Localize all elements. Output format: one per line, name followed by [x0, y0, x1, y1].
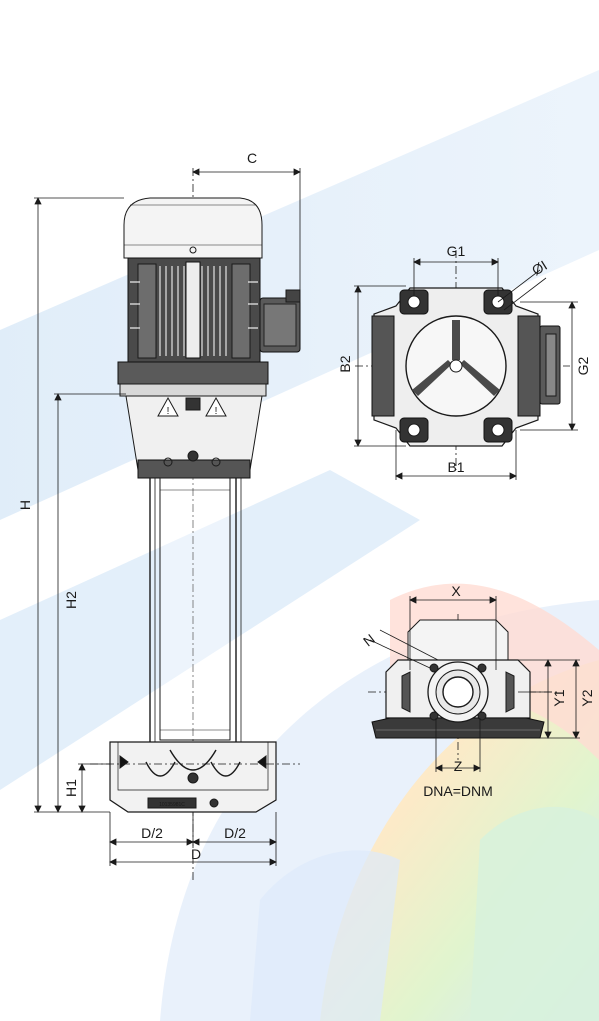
dim-h1-label: H1 [63, 779, 79, 797]
dimension-d [109, 812, 277, 866]
svg-text:!: ! [215, 406, 218, 417]
dim-g2-label: G2 [575, 356, 591, 375]
svg-text:!: ! [167, 406, 170, 417]
dimension-h1 [78, 763, 110, 813]
dim-z-label: Z [454, 758, 463, 774]
dim-d-label: D [191, 846, 201, 862]
watermark-logo [0, 70, 599, 1021]
dim-c-label: C [247, 150, 257, 166]
dimension-c [192, 168, 301, 298]
motor-fan-cover [123, 197, 263, 259]
dim-g1-label: G1 [447, 243, 466, 259]
pump-column [149, 477, 242, 745]
dim-b1-label: B1 [447, 459, 464, 475]
dim-h-label: H [17, 500, 33, 510]
top-view [354, 250, 578, 480]
dim-d-half-right-label: D/2 [224, 825, 246, 841]
dim-d-half-left-label: D/2 [141, 825, 163, 841]
dim-diameter-label: ØI [529, 257, 550, 278]
base-serial-text: 10135981C [159, 802, 185, 808]
terminal-box [259, 289, 301, 353]
dim-h2-label: H2 [63, 591, 79, 609]
motor-body [127, 257, 261, 363]
dim-y1-label: Y1 [551, 689, 567, 706]
dim-n-label: N [360, 631, 378, 650]
dim-y2-label: Y2 [579, 689, 595, 706]
dim-x-label: X [451, 583, 461, 599]
motor-stool: ! ! [117, 361, 269, 479]
base-column-top [407, 619, 509, 661]
pump-base [109, 741, 277, 813]
dimension-h [34, 197, 124, 813]
dimension-h2 [54, 393, 126, 813]
base-view [368, 596, 580, 772]
base-view-caption: DNA=DNM [423, 783, 493, 799]
dim-b2-label: B2 [337, 355, 353, 372]
front-view: ! ! [17, 150, 301, 880]
